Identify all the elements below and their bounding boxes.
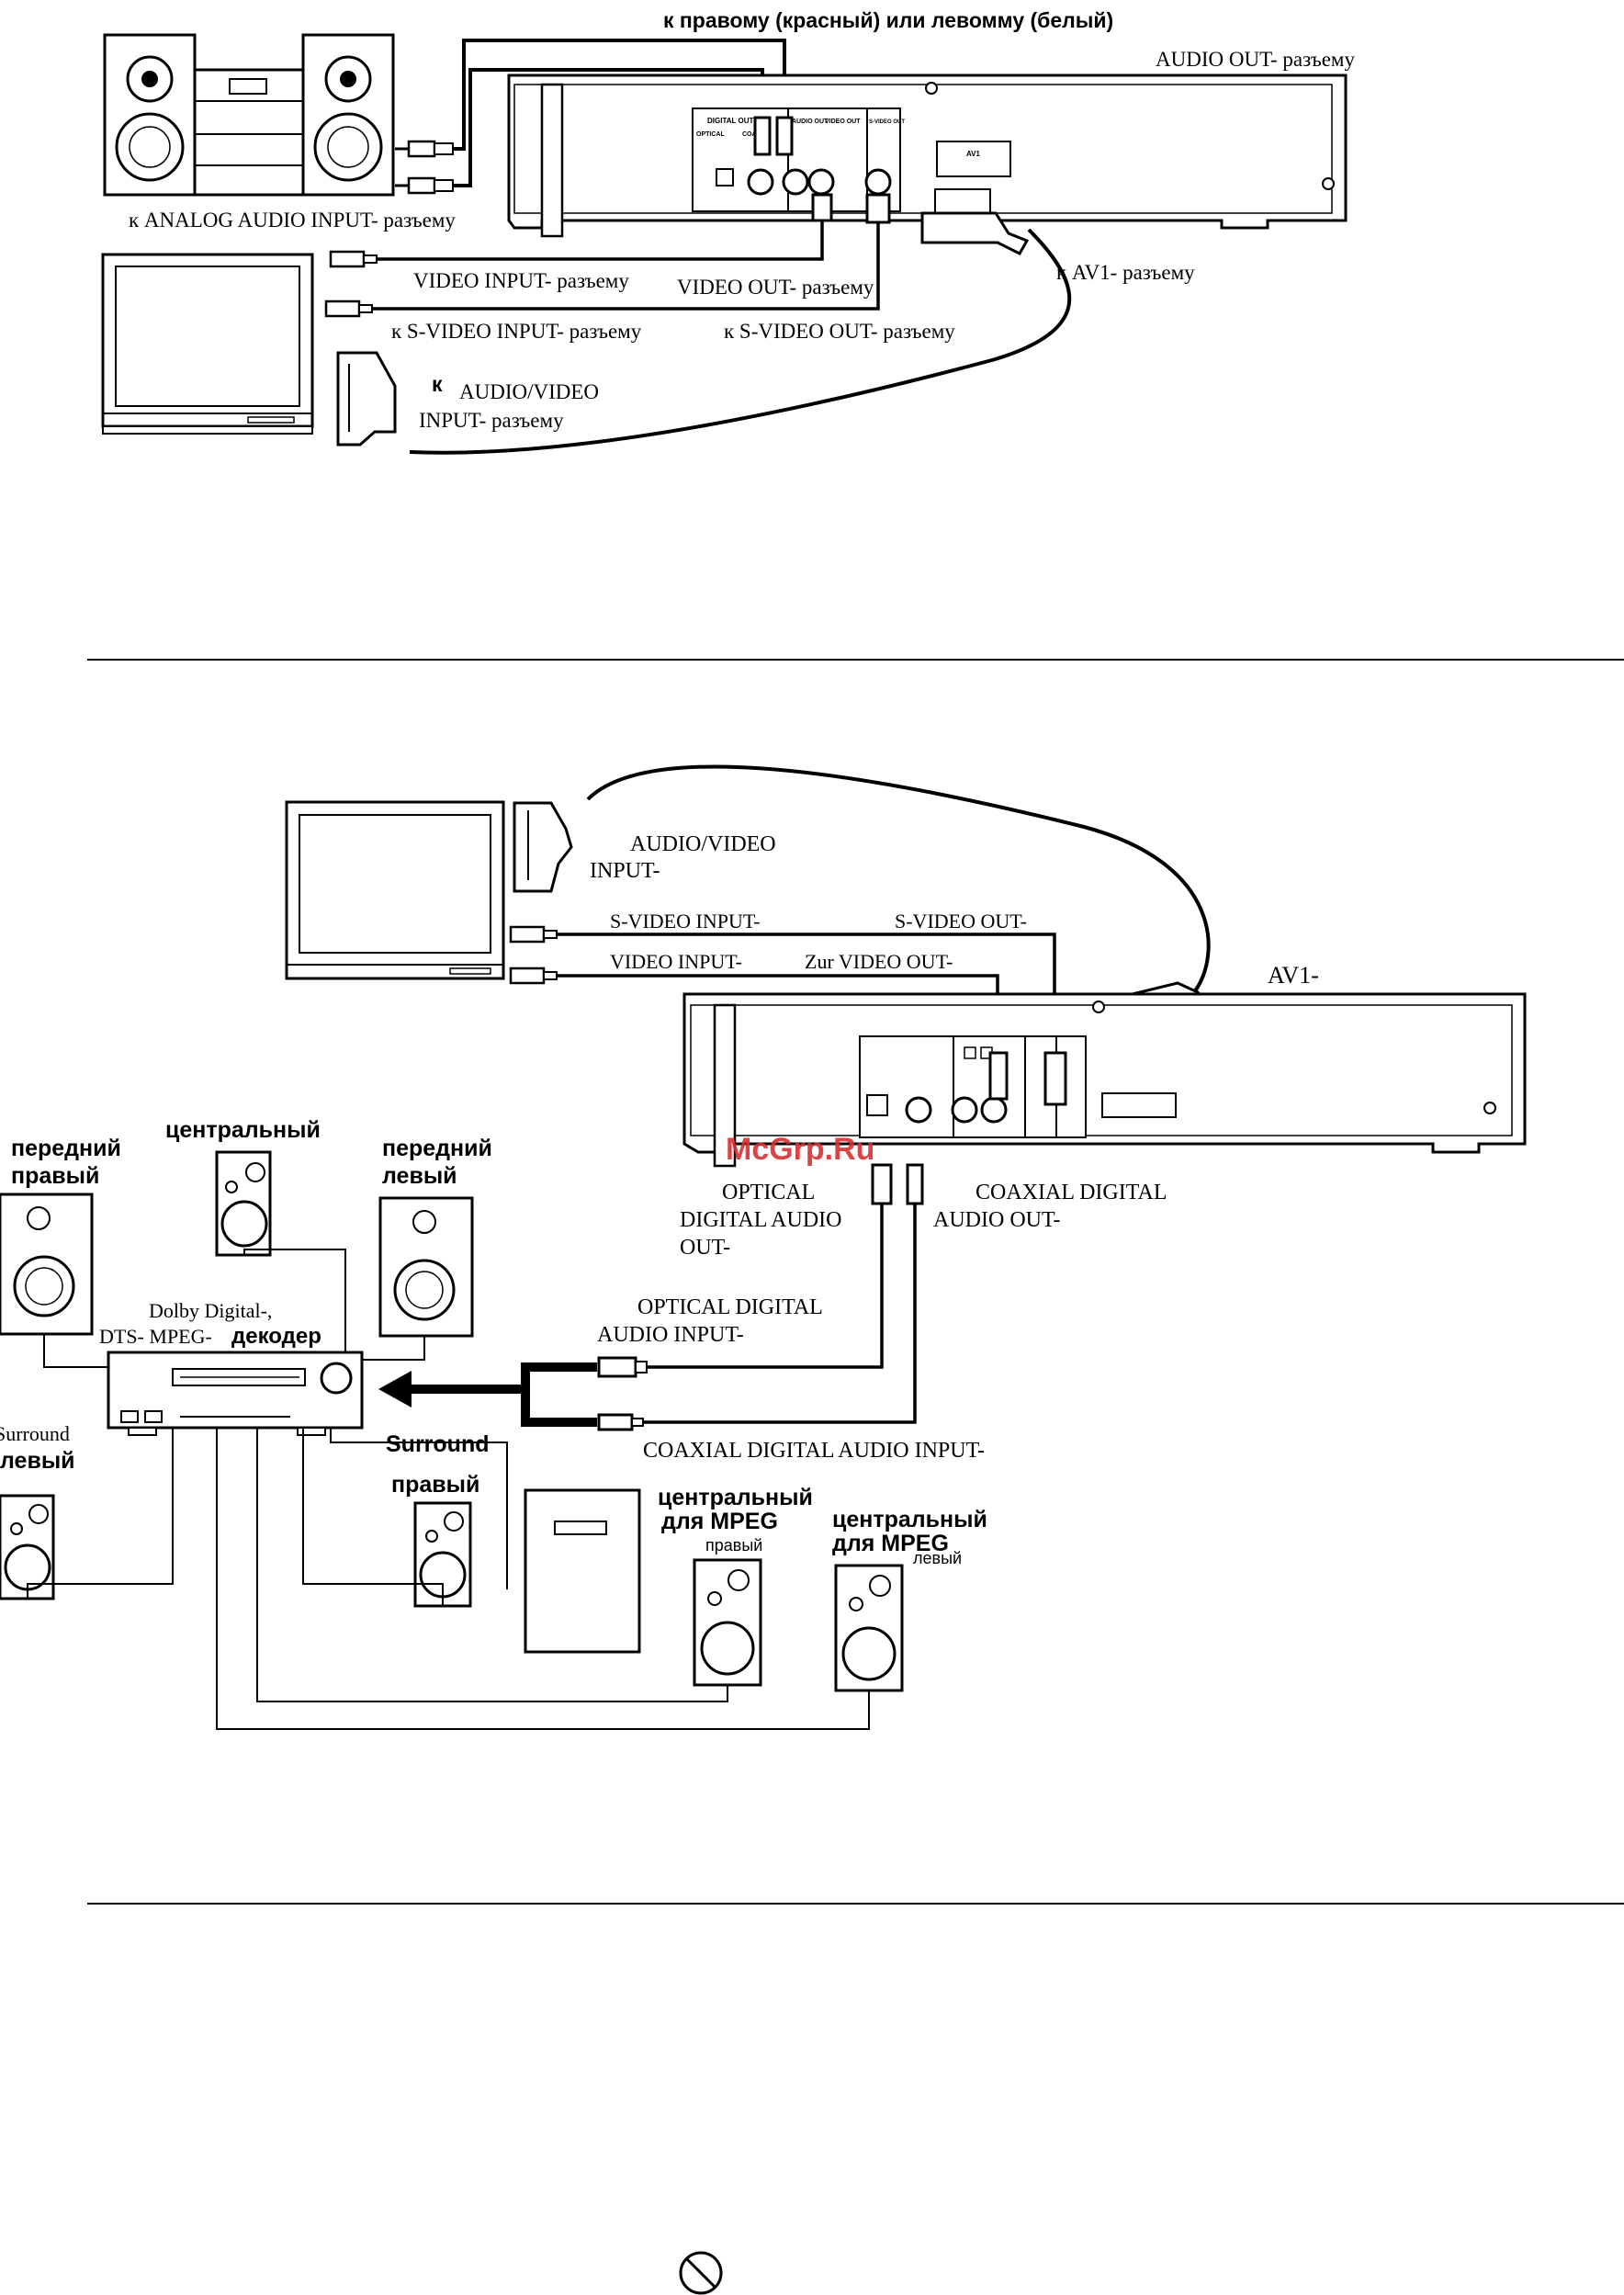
label-front-right-1: передний [11,1136,121,1161]
label-svideo-input: S-VIDEO INPUT- [610,910,761,933]
rca-plugs-icon [395,140,454,195]
optical-plug-icon [871,1163,893,1205]
speaker-mpeg-center-right-icon [693,1558,762,1687]
label-av1: к AV1- разъему [1056,261,1195,284]
coaxial-plug-icon [906,1163,924,1205]
tv-icon [101,253,314,435]
svideo-plug-icon [1043,1051,1067,1106]
scart-cable [409,228,1072,455]
watermark-text: McGrp.Ru [726,1132,874,1167]
speaker-front-right-icon [0,1193,94,1336]
label-mpeg-center-left-1: центральный [832,1507,987,1532]
input-bracket [521,1362,597,1427]
scart-plug-icon [920,211,1030,255]
tv-scart-plug-icon [336,351,397,447]
label-front-left-1: передний [382,1136,492,1161]
speaker-wires [27,1249,870,1730]
label-optical-out-2: DIGITAL AUDIO [680,1208,841,1232]
label-coaxial-out-2: AUDIO OUT- [933,1208,1060,1232]
label-video-input: VIDEO INPUT- [610,950,742,973]
label-optical-out-3: OUT- [680,1236,730,1260]
dvd-player-rear-icon [682,992,1527,1168]
label-video-out: VIDEO OUT- разъему [677,276,874,299]
audio-plug-icon [753,116,772,156]
label-analog-audio-input: к ANALOG AUDIO INPUT- разъему [129,209,456,232]
panel-audio-out-label: AUDIO OUT [792,119,829,125]
decoder-receiver-icon [107,1351,364,1436]
panel-svideo-out-label: S-VIDEO OUT [869,119,905,125]
scart-cable [586,764,1211,994]
panel-av1-label: AV1 [966,150,981,158]
label-surround-right-1: Surround [386,1431,490,1457]
label-optical-input-1: OPTICAL DIGITAL [637,1295,823,1319]
label-svideo-out: S-VIDEO OUT- [895,910,1027,933]
panel-optical-label: OPTICAL [696,131,725,138]
label-coaxial-out-1: COAXIAL DIGITAL [976,1181,1167,1204]
label-coaxial-input: COAXIAL DIGITAL AUDIO INPUT- [643,1439,985,1463]
label-mpeg-center-left-2: для MPEG [832,1531,949,1556]
signal-arrow-icon [378,1371,412,1408]
coaxial-cable [643,1204,917,1424]
panel-digital-label: DIGITAL OUT [707,117,753,125]
label-av-input-2: INPUT- [590,859,660,883]
audio-plug-icon [775,116,794,156]
label-svideo-input: к S-VIDEO INPUT- разъему [391,320,642,343]
label-mpeg-center-left-3: левый [913,1549,962,1567]
label-audio-out: AUDIO OUT- разъему [1156,48,1355,71]
stereo-system-icon [103,33,395,197]
label-av-input-1: AUDIO/VIDEO [459,380,599,403]
speaker-center-icon [215,1150,272,1257]
speaker-mpeg-center-left-icon [834,1564,904,1692]
label-surround-right-2: правый [391,1472,479,1498]
label-av-input-k: к [432,372,443,396]
label-surround-left-1: Surround [0,1422,70,1445]
label-av1: AV1- [1268,962,1319,989]
tv-svideo-plug-icon [324,300,374,318]
label-av-input-2: INPUT- разъему [419,409,564,432]
label-front-left-2: левый [382,1163,457,1189]
label-zur-video-out: Zur VIDEO OUT- [805,950,953,973]
prohibited-icon [679,2251,723,2295]
label-av-input-1: AUDIO/VIDEO [630,832,776,856]
label-mpeg-center-right-3: правый [705,1536,762,1554]
optical-cable [643,1204,884,1369]
label-surround-left-2: левый [0,1448,75,1474]
coaxial-input-plug-icon [597,1413,644,1431]
label-svideo-out: к S-VIDEO OUT- разъему [724,320,955,343]
speaker-front-left-icon [378,1196,474,1338]
label-optical-out-1: OPTICAL [722,1181,815,1204]
label-mpeg-center-right-1: центральный [658,1485,813,1510]
label-decoder-2a: DTS- MPEG- [99,1325,212,1348]
video-plug-icon [988,1051,1009,1101]
svideo-cable [363,195,880,311]
optical-input-plug-icon [597,1356,648,1378]
subwoofer-icon [524,1488,641,1654]
audio-cable-right [453,39,786,151]
label-decoder-2b: декодер [231,1324,321,1349]
diagram-2: AUDIO/VIDEO INPUT- S-VIDEO INPUT- S-VIDE… [0,764,1527,1730]
tv-video-plug-icon [509,967,558,985]
tv-video-plug-icon [329,250,378,268]
panel-video-out-label: VIDEO OUT [825,119,861,125]
diagram-1: DIGITAL OUT OPTICAL COAXIAL AUDIO OUT VI… [101,8,1355,455]
label-right-left-cable: к правому (красный) или левомму (белый) [663,8,1113,32]
label-center: центральный [165,1117,321,1143]
label-mpeg-center-right-2: для MPEG [661,1509,778,1534]
label-video-input: VIDEO INPUT- разъему [413,269,629,292]
tv-scart-plug-icon [513,801,573,893]
label-optical-input-2: AUDIO INPUT- [597,1323,744,1347]
tv-icon [285,800,505,980]
label-decoder-1: Dolby Digital-, [149,1299,272,1322]
tv-svideo-plug-icon [509,925,558,944]
label-front-right-2: правый [11,1163,99,1189]
